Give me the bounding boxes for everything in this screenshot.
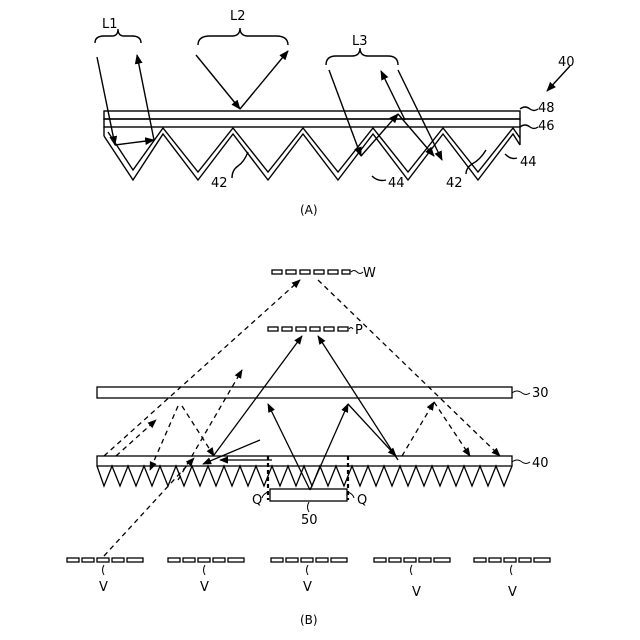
ray-b-dash-1	[104, 280, 300, 456]
caption-a: (A)	[300, 203, 318, 217]
label-plate-30: 30	[532, 386, 549, 401]
ray-b-2	[310, 404, 348, 490]
label-viewer-3: V	[303, 580, 312, 595]
label-sheet-40-b: 40	[532, 456, 549, 471]
figure-a	[95, 28, 570, 181]
label-l1: L1	[102, 17, 118, 32]
ray-b-dash-2	[318, 280, 500, 456]
label-source-50: 50	[301, 513, 318, 528]
viewer-row	[67, 558, 550, 575]
image-p	[268, 327, 348, 331]
label-p: P	[355, 323, 363, 338]
label-coat-44-right: 44	[520, 155, 537, 170]
layer-46	[104, 119, 520, 127]
sheet-40-base	[97, 456, 512, 466]
caption-b: (B)	[300, 613, 318, 627]
label-coat-44-mid: 44	[388, 176, 405, 191]
viewer-1	[67, 558, 143, 575]
ray-b-dash-6	[104, 458, 194, 556]
ray-b-dash-9	[150, 406, 178, 470]
layer-48	[104, 111, 520, 119]
label-prism-42-right: 42	[446, 176, 463, 191]
label-viewer-5: V	[508, 585, 517, 600]
ray-b-3	[214, 336, 302, 455]
ray-b-7	[348, 404, 396, 456]
viewer-4	[374, 558, 450, 575]
ray-l2-in	[196, 55, 240, 109]
label-sheet-40: 40	[558, 55, 575, 70]
viewer-5	[474, 558, 550, 575]
ray-b-dash-7	[402, 402, 434, 456]
label-l2: L2	[230, 9, 246, 24]
plate-30	[97, 387, 512, 398]
leader-44b	[505, 154, 517, 159]
ray-l1-in	[97, 57, 115, 145]
label-layer-48: 48	[538, 101, 555, 116]
prism-row-inner	[108, 128, 520, 172]
ray-b-dash-8	[434, 402, 470, 456]
ray-l2-out	[240, 51, 288, 109]
viewer-3	[271, 558, 347, 575]
sheet-40-teeth	[97, 466, 512, 486]
image-w	[272, 270, 350, 274]
brace-l3	[326, 48, 398, 65]
brace-l2	[198, 28, 288, 45]
viewer-2	[168, 558, 244, 575]
leader-48	[520, 107, 538, 111]
leader-44a	[372, 176, 386, 181]
ray-b-dash-4	[182, 406, 214, 456]
figure-b	[67, 270, 550, 575]
ray-l3-in2	[398, 70, 442, 160]
label-layer-46: 46	[538, 119, 555, 134]
label-w: W	[363, 266, 376, 281]
light-source-50	[270, 489, 347, 501]
ray-b-1	[268, 404, 310, 490]
label-l3: L3	[352, 34, 368, 49]
label-q-right: Q	[357, 493, 367, 508]
prism-row-outer	[104, 134, 520, 180]
label-viewer-1: V	[99, 580, 108, 595]
label-q-left: Q	[252, 493, 262, 508]
ray-l3-down	[398, 114, 434, 156]
label-viewer-2: V	[200, 580, 209, 595]
ray-l3-in	[329, 70, 361, 156]
ray-b-dash-5	[116, 420, 156, 456]
leader-42a	[232, 152, 248, 178]
leader-46	[520, 125, 538, 129]
ray-l1-reflect	[115, 140, 154, 145]
label-prism-42-left: 42	[211, 176, 228, 191]
label-viewer-4: V	[412, 585, 421, 600]
